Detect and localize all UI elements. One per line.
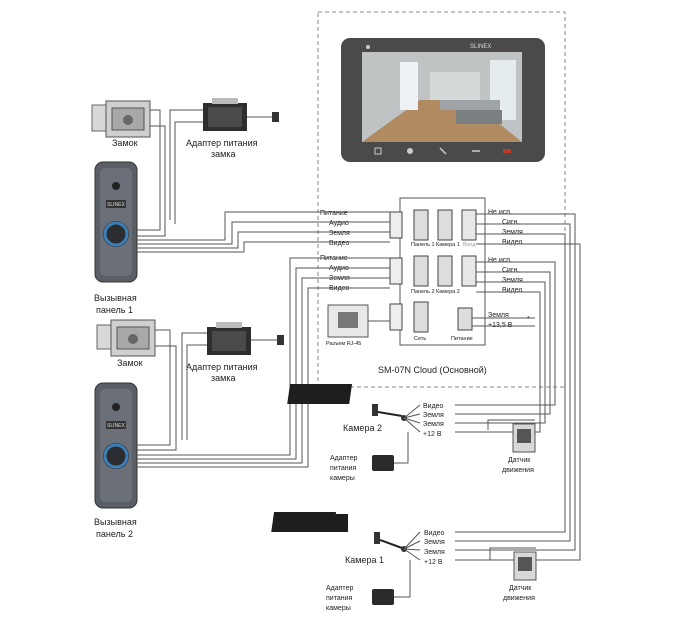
call-panel-1-label-line2: панель 1: [96, 305, 133, 315]
lock-adapter-2: [207, 322, 284, 355]
motion-sensor-2-label-line1: Датчик: [508, 457, 531, 464]
connector-power: [457, 307, 473, 331]
connector-camera-1-label: Камера 1: [436, 242, 460, 248]
connector-panel-1: [413, 209, 429, 241]
monitor-brand: SLINEX: [470, 44, 491, 50]
right-mid-wire-0: Не исп.: [488, 257, 512, 264]
motion-sensor-1: [489, 547, 537, 581]
connector-board: [327, 197, 486, 346]
call-panel-1: SLINEX: [94, 161, 138, 283]
camera-1-adapter-label-line2: питания: [326, 595, 352, 602]
lock-2-label: Замок: [117, 358, 143, 368]
camera-2-wire-3: +12 В: [423, 431, 442, 438]
panel-1-wires: [137, 109, 390, 253]
camera-1-wire-2: Земля: [424, 549, 445, 556]
camera-1-wire-3: +12 В: [424, 559, 443, 566]
motion-sensor-1-label-line1: Датчик: [509, 585, 532, 592]
panel-2-brand: SLINEX: [107, 423, 125, 429]
connector-panel-1-label: Панель 1: [411, 242, 435, 248]
connector-panel-2-label: Панель 2: [411, 289, 435, 295]
lock-1: [91, 100, 151, 138]
lock-adapter-1-label-line2: замка: [211, 149, 235, 159]
call-panel-2-label-line1: Вызывная: [94, 517, 137, 527]
camera-1: [271, 512, 407, 552]
right-top-wire-3: Видео: [502, 239, 523, 246]
right-mid-wire-2: Земля: [502, 277, 523, 284]
monitor-button-user[interactable]: [407, 148, 413, 154]
call-panel-1-label-line1: Вызывная: [94, 293, 137, 303]
panel-2-wires: [137, 257, 390, 468]
connector-camera-1: [437, 209, 453, 241]
right-top-wire-2: Земля: [502, 229, 523, 236]
monitor: SLINEX: [341, 38, 545, 162]
connector-camera-2: [437, 255, 453, 287]
right-mid-wire-3: Видео: [502, 287, 523, 294]
connector-net: [413, 301, 429, 333]
call-panel-2: SLINEX: [94, 382, 138, 509]
motion-sensor-2: [487, 419, 536, 453]
camera-2-wire-labels: Видео Земля Земля +12 В: [403, 403, 444, 438]
camera-2-adapter-label-line2: питания: [330, 465, 356, 472]
panel-2-wire-labels: Питание Аудио Земля Видео: [320, 255, 350, 292]
monitor-area-box: [317, 11, 566, 388]
right-top-wire-labels: Не исп. Сигн. Земля Видео: [488, 209, 523, 246]
camera-2-wires: [455, 261, 556, 433]
wifi-icon: [366, 45, 370, 49]
camera-2-wire-0: Видео: [423, 403, 444, 410]
camera-1-wire-0: Видео: [424, 530, 445, 537]
power-out-0: Земля: [488, 312, 509, 319]
connector-camera-2-label: Камера 2: [436, 289, 460, 295]
camera-1-label: Камера 1: [345, 555, 384, 565]
lock-adapter-1-label-line1: Адаптер питания: [186, 138, 258, 148]
camera-2: [287, 384, 407, 421]
panel-1-wire-0: Питание: [320, 210, 348, 217]
camera-1-adapter: [372, 560, 411, 605]
panel-1-wire-2: Земля: [329, 230, 350, 237]
camera-2-adapter: [372, 432, 409, 471]
panel-1-brand: SLINEX: [107, 202, 125, 208]
camera-2-adapter-label-line1: Адаптер: [330, 455, 357, 462]
connector-input: [461, 209, 477, 241]
right-mid-wire-labels: Не исп. Сигн. Земля Видео: [488, 257, 523, 294]
connector-input-label: Вход: [463, 242, 476, 248]
motion-sensor-2-label-line2: движения: [502, 467, 534, 474]
rj45-label: Разъем RJ-45: [326, 341, 361, 347]
panel-1-wire-3: Видео: [329, 240, 350, 247]
lock-1-label: Замок: [112, 138, 138, 148]
right-top-wire-0: Не исп.: [488, 209, 512, 216]
connector-power-label: Питание: [451, 336, 473, 342]
panel-1-wire-1: Аудио: [329, 220, 349, 227]
connector-net-label: Сеть: [414, 336, 426, 342]
power-out-note: *: [527, 316, 530, 323]
monitor-model-label: SM-07N Cloud (Основной): [378, 365, 487, 375]
monitor-button-video[interactable]: [374, 147, 382, 155]
camera-2-label: Камера 2: [343, 423, 382, 433]
camera-1-wire-labels: Видео Земля Земля +12 В: [403, 530, 445, 566]
panel-1-wire-labels: Питание Аудио Земля Видео: [320, 210, 350, 247]
camera-1-wire-1: Земля: [424, 539, 445, 546]
connector-panel-2: [413, 255, 429, 287]
camera-1-adapter-label-line1: Адаптер: [326, 585, 353, 592]
monitor-button-hangup[interactable]: [503, 149, 511, 153]
camera-1-adapter-label-line3: камеры: [326, 605, 351, 612]
monitor-button-phone[interactable]: [439, 147, 447, 155]
motion-sensor-1-label-line2: движения: [503, 595, 535, 602]
lock-adapter-1: [203, 98, 279, 131]
camera-2-wire-1: Земля: [423, 412, 444, 419]
right-top-wire-1: Сигн.: [502, 219, 519, 226]
camera-2-wire-2: Земля: [423, 421, 444, 428]
call-panel-2-label-line2: панель 2: [96, 529, 133, 539]
camera-2-adapter-label-line3: камеры: [330, 475, 355, 482]
lock-2: [96, 319, 156, 357]
lock-adapter-2-label-line1: Адаптер питания: [186, 362, 258, 372]
lock-adapter-2-label-line2: замка: [211, 373, 235, 383]
right-mid-wire-1: Сигн.: [502, 267, 519, 274]
